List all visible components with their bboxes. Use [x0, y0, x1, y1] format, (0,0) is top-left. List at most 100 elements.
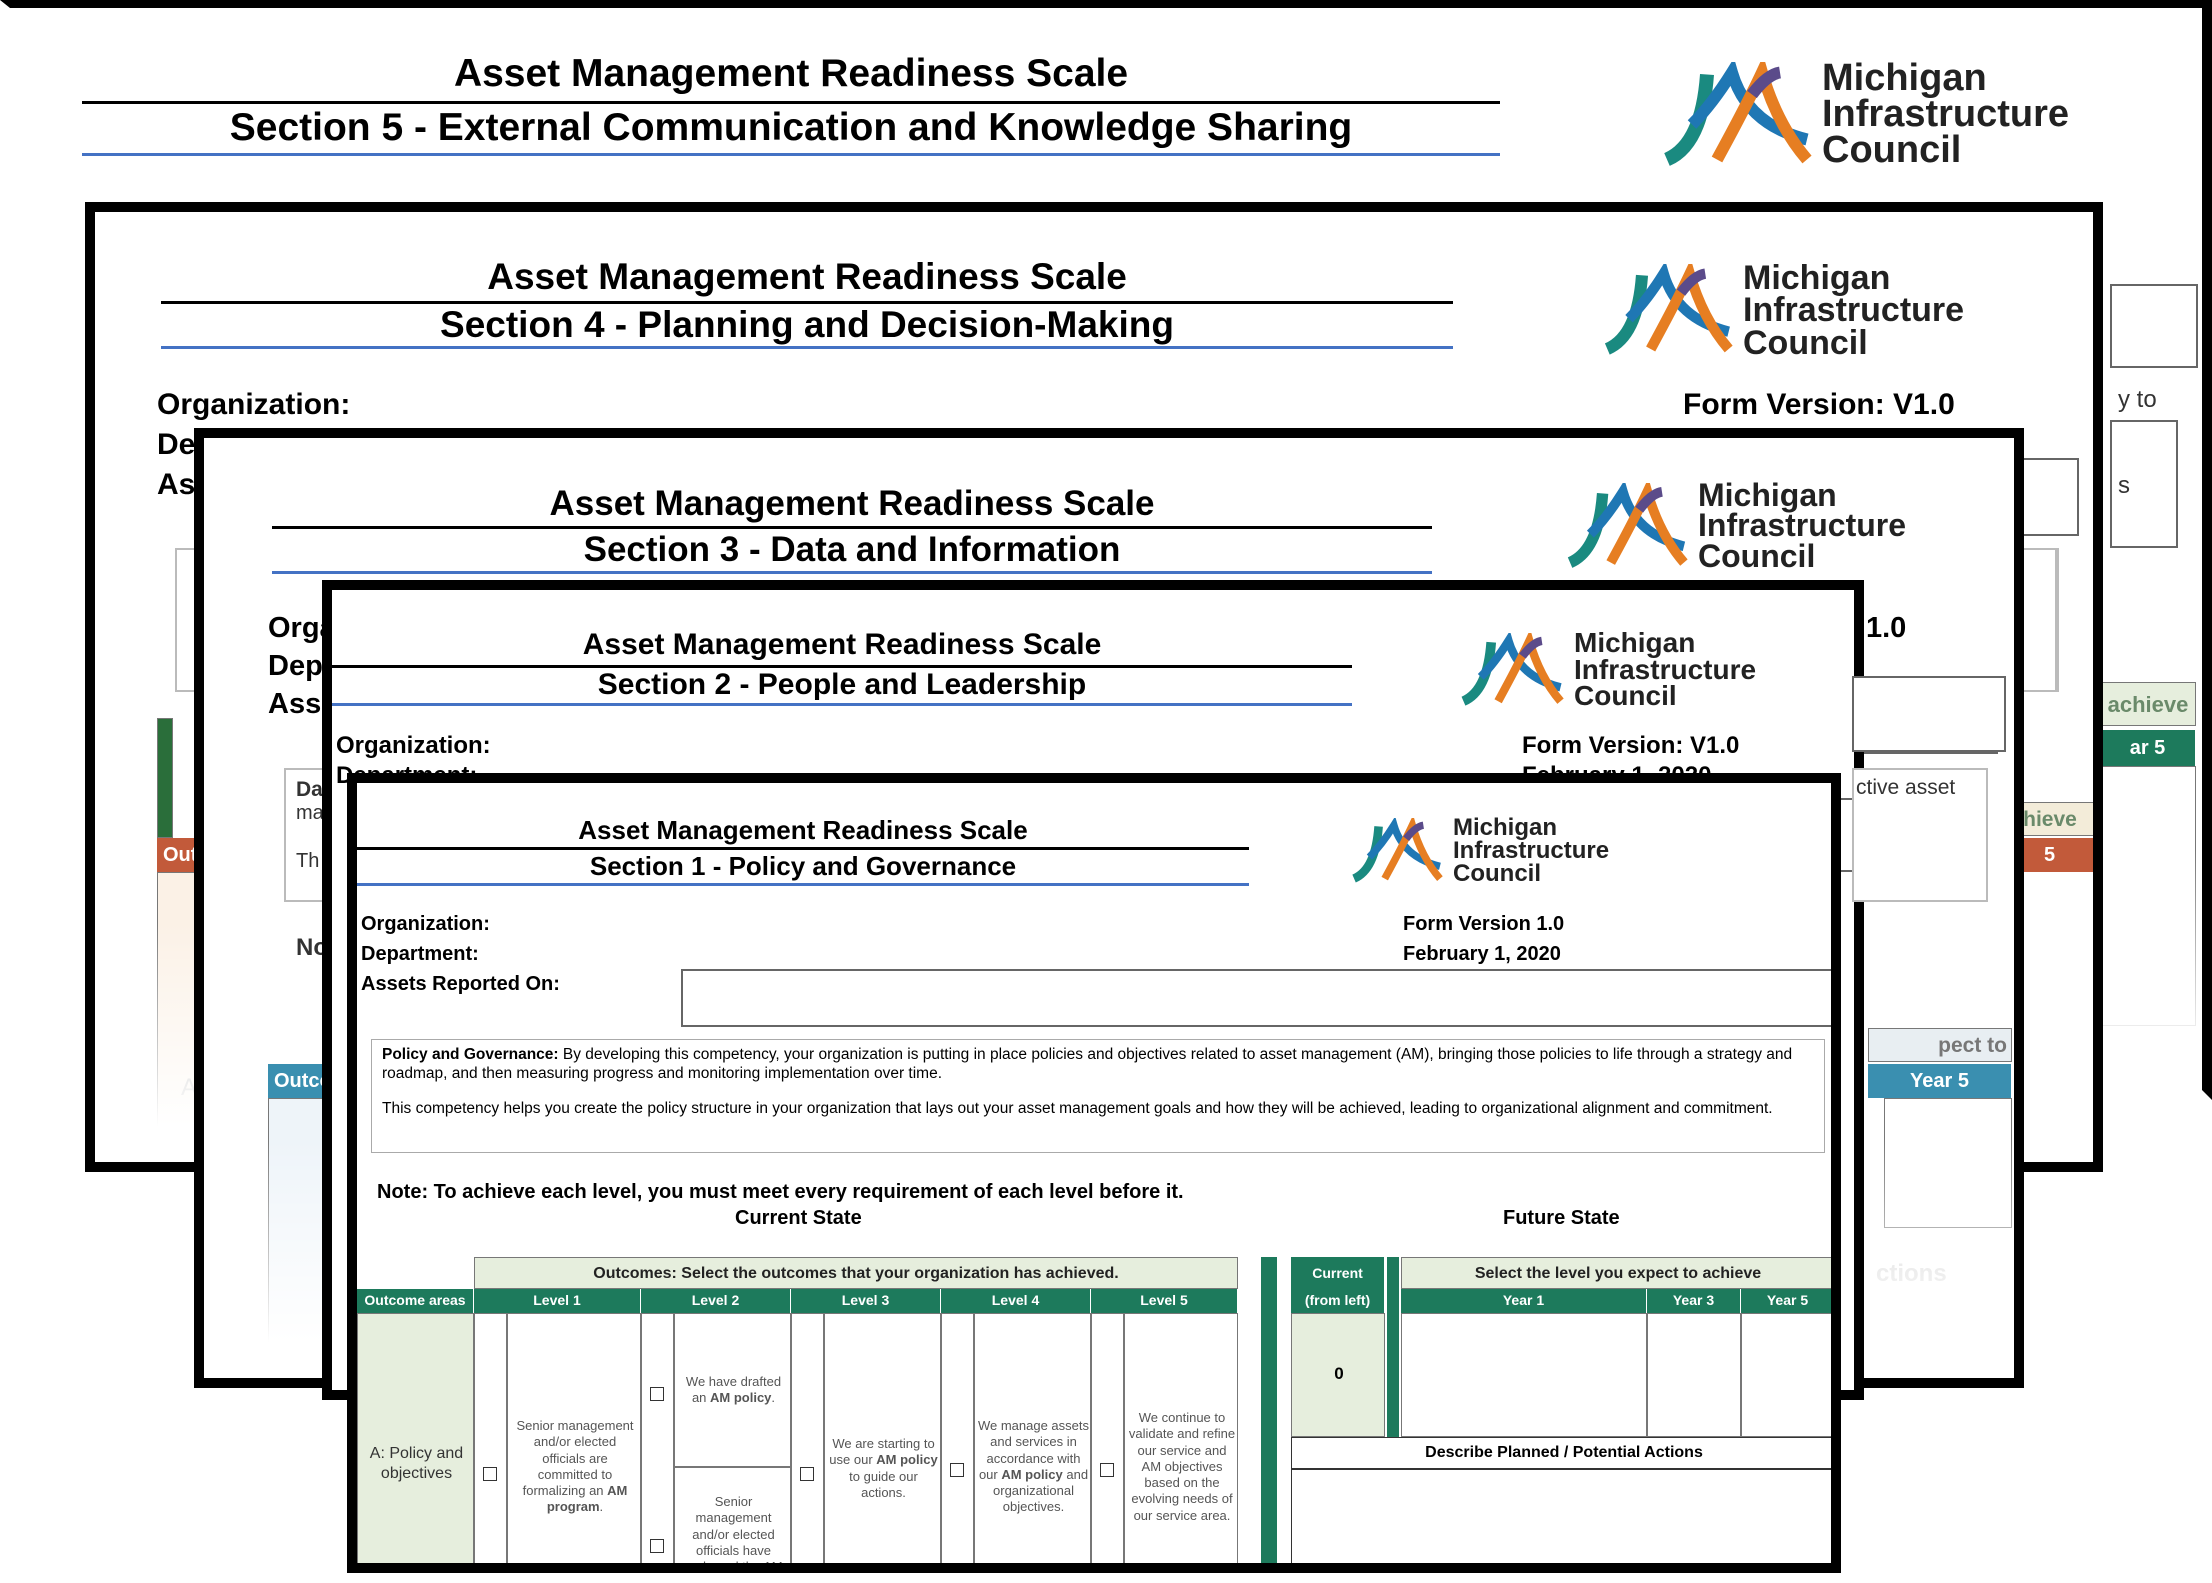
peek-text: ctions	[1876, 1260, 1947, 1287]
current-value-cell: 0	[1291, 1313, 1385, 1437]
planned-actions-label: Describe Planned / Potential Actions	[1425, 1444, 1703, 1461]
level-3-checkbox[interactable]	[800, 1467, 814, 1481]
year-5-input[interactable]	[1741, 1313, 1831, 1437]
level-1-cell: Senior management and/or elected officia…	[507, 1313, 641, 1563]
year-1-input[interactable]	[1401, 1313, 1647, 1437]
scale-title: Asset Management Readiness Scale	[582, 628, 1102, 661]
state-divider	[1261, 1257, 1277, 1563]
level-2b-checkbox[interactable]	[650, 1539, 664, 1553]
organization-label: Organization:	[157, 388, 351, 421]
assets-label: Ass	[268, 688, 322, 720]
level-5-cell: We continue to validate and refine our s…	[1124, 1313, 1238, 1563]
peek-text: Th	[296, 850, 320, 872]
logo-text-line3: Council	[1698, 537, 1816, 574]
scale-title: Asset Management Readiness Scale	[453, 52, 1129, 95]
mic-logo: Michigan Infrastructure Council	[1566, 477, 1906, 574]
level-1-check-cell	[474, 1313, 507, 1563]
mic-logo-icon	[1604, 264, 1733, 356]
level-5-text: We continue to validate and refine our s…	[1128, 1410, 1236, 1523]
logo-text-line3: Council	[1453, 859, 1541, 887]
form-version: Form Version 1.0	[1403, 913, 1565, 935]
col-level-2: Level 2	[641, 1289, 791, 1313]
form-version: 1.0	[1866, 612, 1907, 644]
form-date: February 1, 2020	[1403, 943, 1561, 965]
logo-text-line2: Infrastructure	[1453, 836, 1610, 864]
description-box: Policy and Governance: By developing thi…	[371, 1039, 1825, 1153]
section-title: Section 4 - Planning and Decision-Making	[440, 304, 1174, 345]
peek-outcome-header: Outco	[268, 1064, 332, 1098]
scale-title: Asset Management Readiness Scale	[487, 256, 1127, 297]
level-2a-text: We have drafted an AM policy.	[685, 1374, 782, 1406]
col-year-3: Year 3	[1647, 1289, 1741, 1313]
level-2a-checkbox[interactable]	[650, 1387, 664, 1401]
outcomes-header: Outcomes: Select the outcomes that your …	[474, 1257, 1238, 1289]
logo-text-line2: Infrastructure	[1574, 653, 1757, 685]
description-paragraph-1: Policy and Governance: By developing thi…	[382, 1046, 1793, 1082]
assets-label: As	[157, 468, 196, 501]
section-rule	[332, 703, 1352, 706]
current-subheader: (from left)	[1291, 1289, 1385, 1313]
year-3-input[interactable]	[1647, 1313, 1741, 1437]
section-rule	[161, 346, 1453, 349]
department-label: De	[157, 428, 196, 461]
logo-text-line3: Council	[1743, 323, 1868, 362]
section-title: Section 5 - External Communication and K…	[229, 106, 1353, 149]
current-value: 0	[1334, 1364, 1344, 1383]
peek-text: ma	[296, 802, 324, 824]
department-label: Department:	[361, 943, 479, 965]
title-rule	[161, 301, 1453, 304]
section-title: Section 1 - Policy and Governance	[589, 851, 1017, 881]
assets-reported-label: Assets Reported On:	[361, 973, 560, 995]
col-level-3: Level 3	[791, 1289, 941, 1313]
peek-cell	[1884, 1098, 2012, 1228]
planned-actions-input[interactable]	[1291, 1469, 1831, 1563]
level-1-checkbox[interactable]	[483, 1467, 497, 1481]
level-4-checkbox[interactable]	[950, 1463, 964, 1477]
section-rule	[357, 883, 1249, 886]
logo-text-line1: Michigan	[1743, 259, 1891, 297]
peek-header: achieve	[2100, 682, 2196, 726]
peek-year-header: ar 5	[2100, 730, 2196, 766]
logo-text-line2: Infrastructure	[1822, 93, 2070, 136]
outcome-area-cell: A: Policy and objectives	[357, 1313, 474, 1563]
mic-logo: Michigan Infrastructure Council	[1603, 259, 1965, 362]
planned-actions-header: Describe Planned / Potential Actions	[1291, 1437, 1831, 1469]
mic-logo-icon	[1461, 632, 1564, 706]
logo-text-line2: Infrastructure	[1743, 291, 1965, 330]
peek-header: pect to achieve	[1868, 1028, 2012, 1091]
level-2b-cell: Senior management and/or elected officia…	[674, 1467, 791, 1573]
peek-year-header: Year 5	[1868, 1064, 2012, 1098]
scale-title: Asset Management Readiness Scale	[578, 815, 1028, 845]
logo-text-line3: Council	[1574, 680, 1677, 712]
logo-text-line1: Michigan	[1453, 814, 1558, 841]
department-label: Dep	[268, 650, 323, 682]
peek-text: Da	[296, 778, 323, 801]
level-1-text: Senior management and/or elected officia…	[516, 1418, 634, 1515]
col-level-1: Level 1	[474, 1289, 641, 1313]
logo-text-line1: Michigan	[1698, 477, 1837, 513]
sheet2-desc-box	[1852, 768, 1988, 902]
peek-text: y to	[2118, 386, 2157, 413]
section-rule	[272, 571, 1432, 574]
level-4-check-cell	[941, 1313, 974, 1563]
col-year-5: Year 5	[1741, 1289, 1831, 1313]
peek-text: s	[2118, 472, 2130, 499]
title-rule	[357, 847, 1249, 850]
level-4-text: We manage assets and services in accorda…	[977, 1418, 1090, 1515]
level-5-check-cell	[1091, 1313, 1124, 1563]
mic-logo: Michigan Infrastructure Council	[1351, 814, 1610, 887]
sheet2-right-box	[1852, 676, 2006, 752]
section-title: Section 2 - People and Leadership	[597, 668, 1087, 701]
logo-text-line1: Michigan	[1822, 57, 1987, 99]
mic-logo: Michigan Infrastructure Council	[1662, 57, 2070, 169]
current-state-label: Current State	[735, 1207, 862, 1229]
sheet-section-1: Asset Management Readiness Scale Section…	[347, 773, 1841, 1573]
level-2b-text: Senior management and/or elected officia…	[684, 1494, 783, 1573]
level-5-checkbox[interactable]	[1100, 1463, 1114, 1477]
organization-label: Organization:	[361, 913, 490, 935]
current-header: Current	[1291, 1257, 1385, 1289]
description-paragraph-2: This competency helps you create the pol…	[382, 1099, 1773, 1117]
col-outcome-areas: Outcome areas	[357, 1289, 474, 1313]
assets-reported-input[interactable]	[681, 969, 1831, 1027]
scale-title: Asset Management Readiness Scale	[549, 484, 1155, 523]
